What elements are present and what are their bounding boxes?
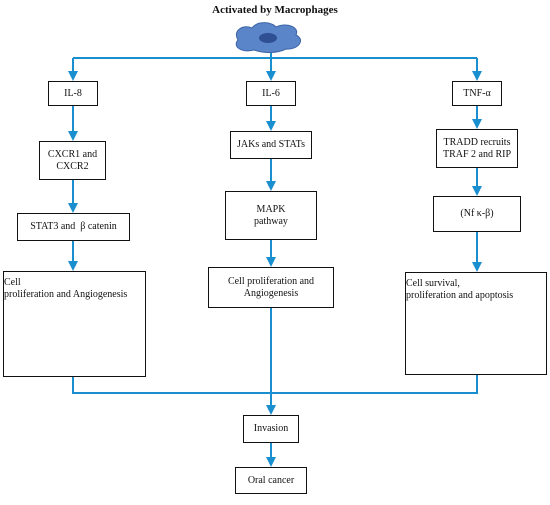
il8-label: IL-8	[64, 87, 82, 99]
stat3-label: STAT3 and β catenin	[30, 221, 117, 232]
mapk-box: MAPK pathway	[225, 191, 317, 240]
macrophage-icon	[235, 22, 301, 53]
oral-cancer-label: Oral cancer	[247, 474, 295, 486]
right-outcome-line1: Cell survival,	[406, 278, 460, 289]
il6-label: IL-6	[262, 87, 280, 99]
il8-box: IL-8	[48, 81, 98, 106]
mapk-label-line2: pathway	[254, 215, 288, 227]
right-outcome-box: Cell survival, proliferation and apoptos…	[405, 272, 547, 375]
stat3-box: STAT3 and β catenin	[17, 213, 130, 241]
cxcr-label-line2: CXCR2	[56, 160, 89, 172]
jaks-label: JAKs and STATs	[237, 139, 305, 150]
middle-outcome-line1: Cell proliferation and	[227, 275, 315, 287]
nfkb-label: (Nf κ-β)	[460, 208, 494, 219]
tradd-label-line1: TRADD recruits	[443, 136, 511, 148]
cxcr-box: CXCR1 and CXCR2	[39, 141, 106, 180]
tnf-label: TNF-α	[463, 87, 491, 99]
diagram-title: Activated by Macrophages	[212, 4, 338, 16]
right-outcome-line2: proliferation and apoptosis	[406, 290, 514, 301]
middle-outcome-line2: Angiogenesis	[243, 287, 299, 299]
oral-cancer-box: Oral cancer	[235, 467, 307, 494]
tradd-label-line2: TRAF 2 and RIP	[442, 148, 512, 160]
il6-box: IL-6	[246, 81, 296, 106]
nfkb-box: (Nf κ-β)	[433, 196, 521, 232]
left-outcome-line2: proliferation and Angiogenesis	[4, 289, 128, 300]
tradd-box: TRADD recruits TRAF 2 and RIP	[436, 129, 518, 168]
invasion-box: Invasion	[243, 415, 299, 443]
bottom-merge-line	[72, 375, 478, 394]
cxcr-label-line1: CXCR1 and	[47, 148, 98, 160]
mapk-label-line1: MAPK	[256, 203, 286, 215]
middle-outcome-box: Cell proliferation and Angiogenesis	[208, 267, 334, 308]
invasion-label: Invasion	[253, 423, 289, 434]
jaks-box: JAKs and STATs	[230, 131, 312, 159]
left-outcome-line1: Cell	[4, 277, 21, 288]
tnf-box: TNF-α	[452, 81, 502, 106]
left-outcome-box: Cell proliferation and Angiogenesis	[3, 271, 146, 377]
